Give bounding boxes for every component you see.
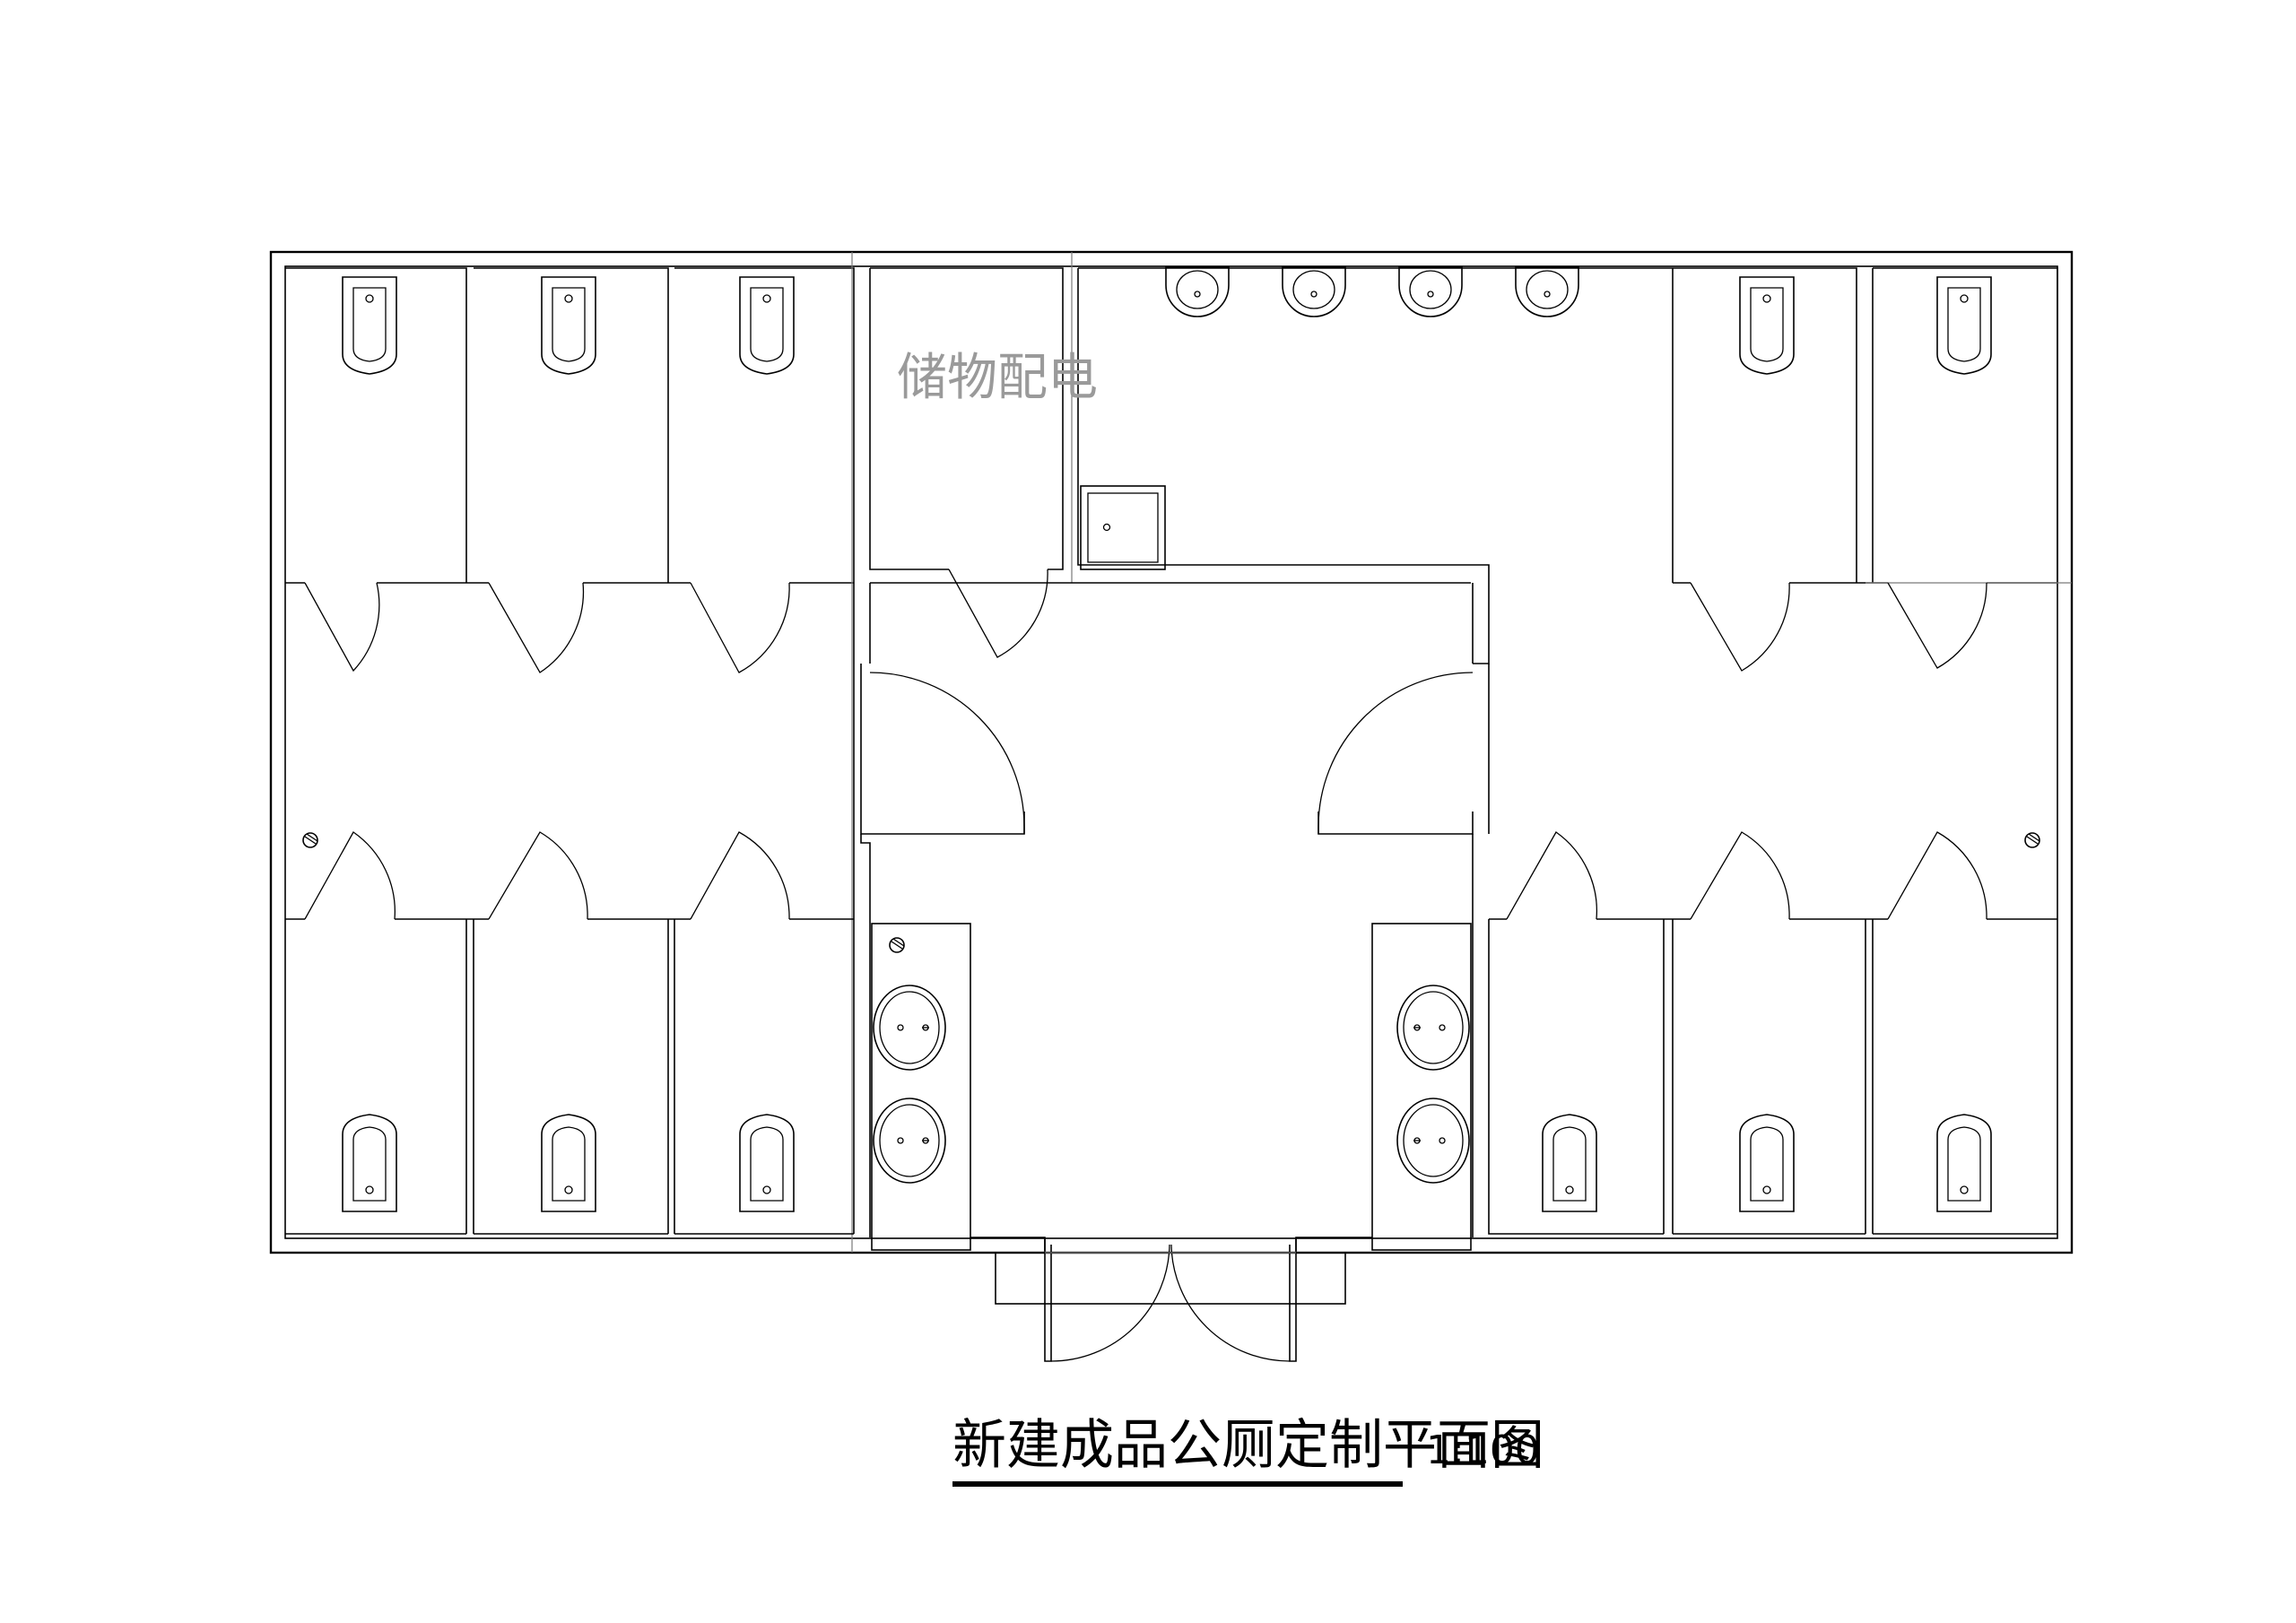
- drawing-title: 新建成品公厕定制平面图: [952, 1414, 1544, 1477]
- wash-counter-right: [1371, 923, 1472, 1251]
- storage-room-label: 储物配电: [897, 349, 1098, 407]
- left-bottom-stall-doors: [304, 831, 790, 920]
- main-entrance: [970, 1237, 1372, 1362]
- squat-toilet: [342, 1114, 397, 1212]
- left-bottom-stalls: [285, 664, 855, 1235]
- urinal-room: [1078, 267, 1673, 570]
- right-bottom-stalls: [1488, 918, 2057, 1235]
- corridor-doors: [869, 672, 1474, 834]
- drawing-scale: 1:100: [1426, 1428, 1540, 1473]
- squat-toilet: [342, 276, 397, 375]
- left-top-stalls: [285, 267, 855, 664]
- urinal: [1398, 266, 1463, 317]
- urinal: [1515, 266, 1579, 317]
- right-top-stall-doors: [1690, 582, 1987, 672]
- wash-basin: [873, 1098, 946, 1184]
- title-underline: [952, 1481, 1403, 1487]
- squat-toilet: [1936, 1114, 1992, 1212]
- wash-counter-left: [871, 923, 971, 1251]
- urinals: [1165, 266, 1579, 317]
- squat-toilet: [1739, 1114, 1795, 1212]
- drawing-title-block: 新建成品公厕定制平面图 1:100: [952, 1414, 1544, 1487]
- right-bottom-stall-doors: [1506, 831, 1987, 920]
- urinal: [1282, 266, 1346, 317]
- squat-toilet: [1739, 276, 1795, 375]
- squat-toilet: [739, 276, 795, 375]
- squat-toilets: [342, 276, 1992, 1212]
- left-top-stall-doors: [304, 582, 790, 673]
- urinal: [1165, 266, 1230, 317]
- squat-toilet: [541, 276, 596, 375]
- squat-toilet: [541, 1114, 596, 1212]
- squat-toilet: [1542, 1114, 1597, 1212]
- wash-basin: [1396, 1098, 1470, 1184]
- squat-toilet: [739, 1114, 795, 1212]
- right-top-stalls: [1672, 267, 2072, 584]
- wash-basin: [1396, 985, 1470, 1071]
- wash-basin: [873, 985, 946, 1071]
- floor-drains: [302, 832, 2040, 953]
- squat-toilet: [1936, 276, 1992, 375]
